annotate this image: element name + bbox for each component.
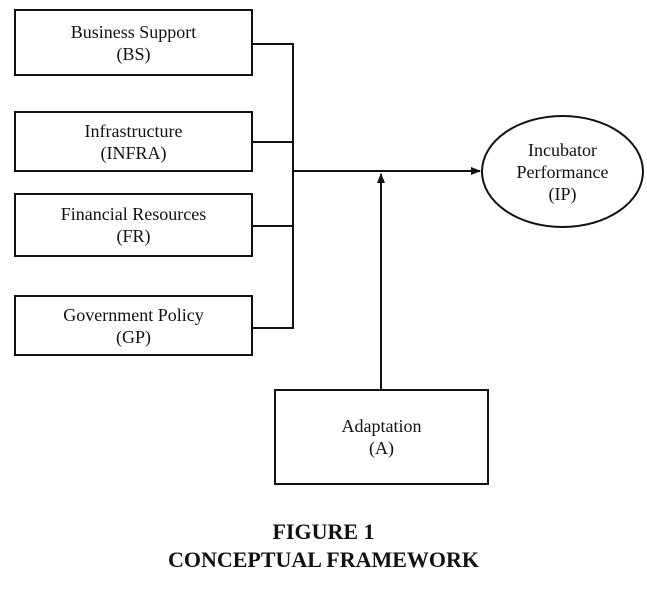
infrastructure-box: Infrastructure (INFRA): [14, 111, 253, 172]
government-policy-box: Government Policy (GP): [14, 295, 253, 356]
incubator-performance-line1: Incubator: [528, 139, 597, 160]
incubator-performance-line2: Performance: [516, 161, 609, 182]
financial-resources-box: Financial Resources (FR): [14, 193, 253, 257]
financial-resources-abbr: (FR): [116, 226, 151, 246]
business-support-abbr: (BS): [116, 43, 151, 64]
incubator-performance-abbr: (IP): [548, 183, 577, 204]
adaptation-abbr: (A): [369, 438, 394, 458]
business-support-label: Business Support: [70, 21, 197, 42]
incubator-performance-ellipse: Incubator Performance (IP): [481, 115, 644, 228]
business-support-box: Business Support (BS): [14, 9, 253, 76]
adaptation-box: Adaptation (A): [274, 389, 489, 485]
infrastructure-label: Infrastructure: [84, 120, 183, 141]
infrastructure-abbr: (INFRA): [100, 142, 167, 163]
government-policy-label: Government Policy: [63, 304, 204, 325]
figure-title: CONCEPTUAL FRAMEWORK: [167, 547, 480, 572]
adaptation-label: Adaptation: [341, 416, 422, 436]
government-policy-abbr: (GP): [116, 326, 151, 347]
figure-number: FIGURE 1: [272, 519, 375, 544]
financial-resources-label: Financial Resources: [60, 204, 207, 224]
